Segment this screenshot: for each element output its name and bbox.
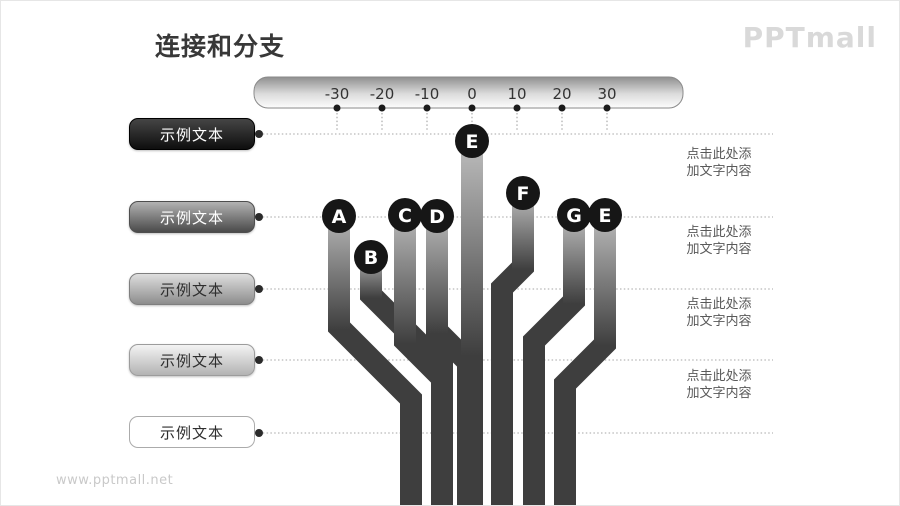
note-text-2[interactable]: 点击此处添 加文字内容 [667, 224, 771, 258]
note-line: 点击此处添 [686, 147, 752, 162]
sample-text-label: 示例文本 [159, 125, 224, 144]
node-d[interactable]: D [420, 199, 454, 233]
ruler-tick-label: 10 [507, 85, 526, 103]
node-e2[interactable]: E [588, 198, 622, 232]
node-circle[interactable] [455, 124, 489, 158]
node-c[interactable]: C [388, 198, 422, 232]
note-line: 点击此处添 [686, 297, 752, 312]
tick-dot [423, 104, 431, 112]
bar-top-a [328, 214, 350, 330]
note-line: 加文字内容 [686, 242, 752, 257]
tick-dot [558, 104, 566, 112]
node-label: D [429, 206, 445, 228]
ruler-tick-labels: -30 -20 -10 0 10 20 30 [325, 85, 617, 103]
node-circle[interactable] [322, 199, 356, 233]
node-circle[interactable] [588, 198, 622, 232]
tick-dot [468, 104, 476, 112]
node-circle[interactable] [420, 199, 454, 233]
bar-top-g [563, 218, 585, 304]
sample-text-button-1[interactable]: 示例文本 [129, 118, 255, 150]
note-line: 加文字内容 [686, 386, 752, 401]
pptmall-logo: PPTmall [742, 21, 877, 54]
bar-top-d [426, 214, 448, 334]
note-line: 点击此处添 [686, 369, 752, 384]
note-text-1[interactable]: 点击此处添 加文字内容 [667, 146, 771, 180]
sample-text-label: 示例文本 [159, 280, 224, 299]
node-label: A [332, 206, 347, 228]
connector-dot [255, 130, 263, 138]
tick-dot [603, 104, 611, 112]
sample-text-button-2[interactable]: 示例文本 [129, 201, 255, 233]
node-label: C [398, 205, 412, 227]
tick-dot [513, 104, 521, 112]
page-title: 连接和分支 [155, 32, 286, 61]
note-line: 加文字内容 [686, 314, 752, 329]
ruler-tick-guides [336, 113, 608, 131]
bar-top-c [394, 214, 416, 344]
node-circle[interactable] [557, 198, 591, 232]
sample-text-label: 示例文本 [159, 208, 224, 227]
tick-dot [378, 104, 386, 112]
branch-gradient-tops [328, 151, 616, 356]
bar-top-e2 [594, 218, 616, 346]
ruler-tick-label: -10 [415, 85, 440, 103]
node-label: E [466, 131, 479, 153]
site-url-link[interactable]: www.pptmall.net [56, 473, 174, 488]
node-f[interactable]: F [506, 176, 540, 210]
node-label: F [517, 183, 530, 205]
node-circle[interactable] [354, 240, 388, 274]
node-e-center[interactable]: E [455, 124, 489, 158]
sample-text-label: 示例文本 [159, 351, 224, 370]
bar-top-f [512, 196, 534, 270]
ruler-tick-label: -20 [370, 85, 395, 103]
ruler-tick-label: 30 [597, 85, 616, 103]
sample-text-button-4[interactable]: 示例文本 [129, 344, 255, 376]
node-circle[interactable] [506, 176, 540, 210]
connector-dot [255, 356, 263, 364]
note-line: 加文字内容 [686, 164, 752, 179]
connector-dot [255, 429, 263, 437]
tick-dot [333, 104, 341, 112]
node-label: G [566, 205, 582, 227]
bar-top-e-center [461, 151, 483, 356]
ruler-tick-label: 0 [467, 85, 477, 103]
button-connector-dots [255, 130, 263, 437]
ruler-tick-dots [333, 104, 611, 112]
node-label: B [364, 247, 378, 269]
sample-text-button-3[interactable]: 示例文本 [129, 273, 255, 305]
ruler: -30 -20 -10 0 10 20 30 [253, 76, 684, 131]
note-text-3[interactable]: 点击此处添 加文字内容 [667, 296, 771, 330]
ruler-tick-label: 20 [552, 85, 571, 103]
note-line: 点击此处添 [686, 225, 752, 240]
connector-dot [255, 213, 263, 221]
node-g[interactable]: G [557, 198, 591, 232]
sample-text-label: 示例文本 [159, 423, 224, 442]
node-label: E [599, 205, 612, 227]
branch-nodes: A B C D E F G [322, 124, 622, 274]
node-a[interactable]: A [322, 199, 356, 233]
node-b[interactable]: B [354, 240, 388, 274]
node-circle[interactable] [388, 198, 422, 232]
connector-dot [255, 285, 263, 293]
note-text-4[interactable]: 点击此处添 加文字内容 [667, 368, 771, 402]
ruler-tick-label: -30 [325, 85, 350, 103]
sample-text-button-5[interactable]: 示例文本 [129, 416, 255, 448]
